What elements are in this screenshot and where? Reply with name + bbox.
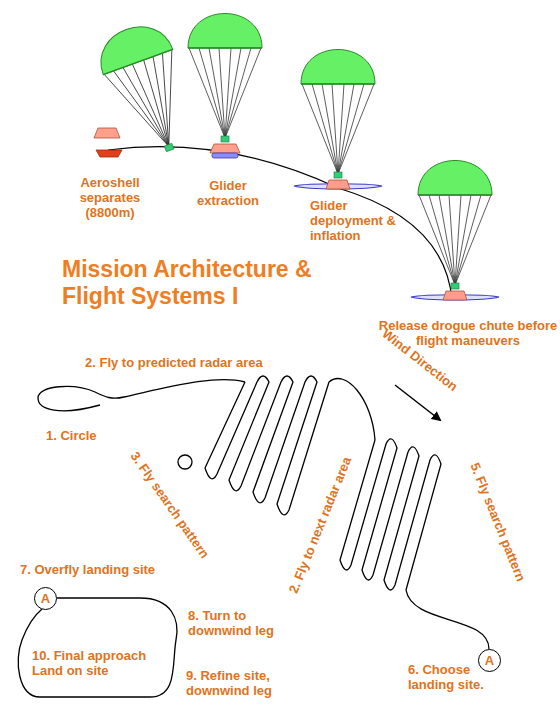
circle-loop-path [38,380,245,411]
parachute-stage-4 [418,161,492,290]
stage-label: Glider deployment & inflation [310,198,405,243]
parachute-stage-1 [91,17,204,163]
glider [294,180,382,189]
step-label: 9. Refine site, downwind leg [186,668,298,698]
to-landing-path [406,590,489,649]
step-label: 2. Fly to next radar area [286,455,355,596]
aeroshell [96,150,122,157]
stage-label: Glider extraction [188,178,268,208]
site-letter: A [41,592,50,605]
step-label: 10. Final approach Land on site [32,648,172,678]
stowed-glider [212,153,238,158]
parachute-stage-2 [188,14,262,143]
capsule [94,128,120,138]
step-label: 1. Circle [46,428,97,443]
waypoint-circle [178,455,192,469]
search-pattern-1 [205,376,329,515]
step-label: 2. Fly to predicted radar area [85,355,263,370]
step-label: 3. Fly search pattern [128,449,213,561]
search-pattern-2 [340,439,441,590]
transfer-path [329,379,375,440]
parachute-stage-3 [301,50,375,179]
step-label: 5. Fly search pattern [467,461,528,584]
site-letter: A [485,654,494,667]
step-label: 7. Overfly landing site [20,562,155,577]
capsule [210,144,240,153]
step-label: 8. Turn to downwind leg [188,608,288,638]
stage-label: Aeroshell separates (8800m) [65,175,155,220]
diagram-title: Mission Architecture & Flight Systems I [62,256,352,310]
wind-arrow [395,385,440,420]
landing-site-circle: A [34,587,57,610]
landing-site-circle: A [478,649,501,672]
glider [411,291,499,300]
landing-pattern-path [18,598,177,697]
